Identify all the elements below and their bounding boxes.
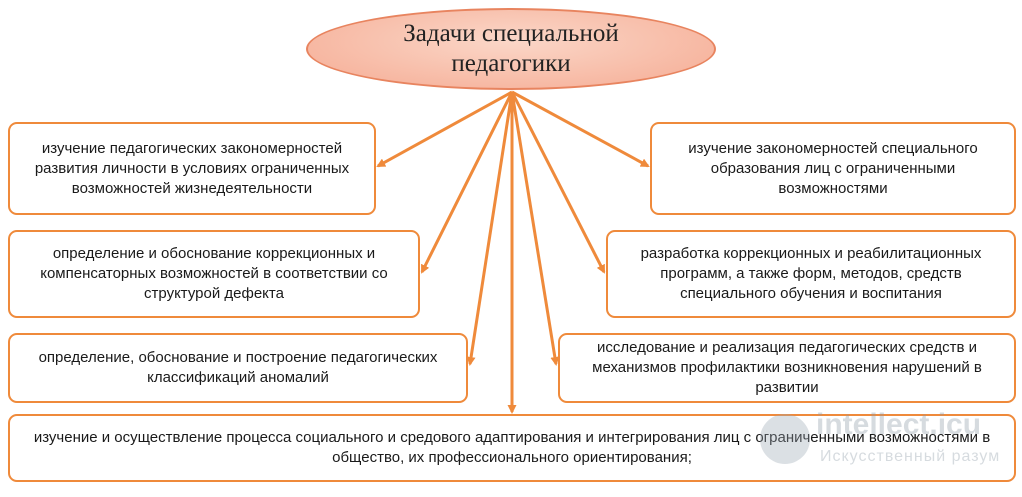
task-text: изучение закономерностей специального об… (688, 139, 978, 197)
task-box-left-3: определение, обоснование и построение пе… (8, 333, 468, 403)
arrow-to-right-3 (510, 91, 560, 366)
arrow-to-right-2 (510, 91, 606, 274)
task-text: разработка коррекционных и реабилитацион… (640, 245, 982, 302)
arrow-to-left-2 (420, 91, 514, 274)
task-text: изучение педагогических закономерностей … (34, 139, 350, 197)
task-text: исследование и реализация педагогических… (592, 339, 982, 396)
arrow-to-left-3 (466, 91, 514, 366)
task-text: определение и обоснование коррекционных … (40, 245, 388, 302)
task-text: изучение и осуществление процесса социал… (33, 429, 991, 466)
task-box-right-2: разработка коррекционных и реабилитацион… (606, 230, 1016, 318)
task-box-left-1: изучение педагогических закономерностей … (8, 122, 376, 215)
task-text: определение, обоснование и построение пе… (38, 349, 438, 386)
diagram-title: Задачи специальной педагогики (306, 8, 716, 90)
arrow-to-left-1 (376, 90, 513, 168)
task-box-bottom: изучение и осуществление процесса социал… (8, 414, 1016, 482)
task-box-left-2: определение и обоснование коррекционных … (8, 230, 420, 318)
arrow-to-right-1 (511, 90, 650, 168)
task-box-right-1: изучение закономерностей специального об… (650, 122, 1016, 215)
task-box-right-3: исследование и реализация педагогических… (558, 333, 1016, 403)
